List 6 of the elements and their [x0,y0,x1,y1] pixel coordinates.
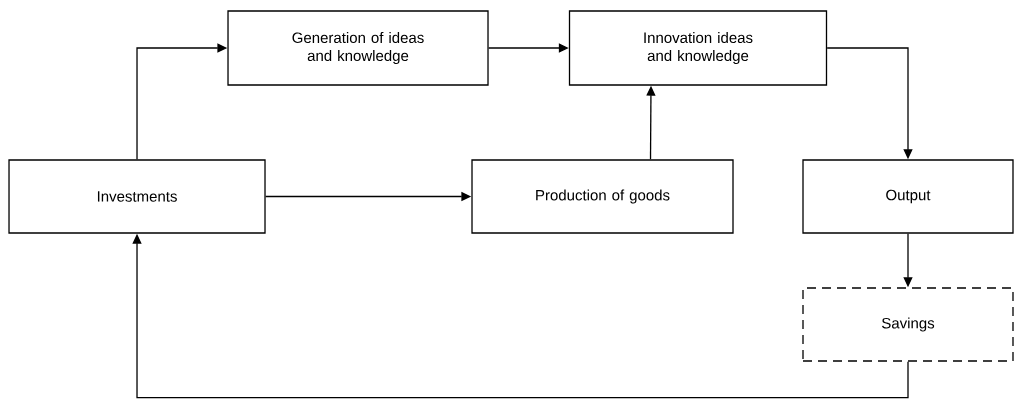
process-box: Generation of ideas and knowledge [227,10,489,86]
process-box: Innovation ideas and knowledge [568,10,828,86]
process-box: Investments [8,159,266,234]
process-box: Output [802,159,1014,234]
process-box: Production of goods [471,159,734,234]
dashed-box: Savings [802,287,1014,362]
